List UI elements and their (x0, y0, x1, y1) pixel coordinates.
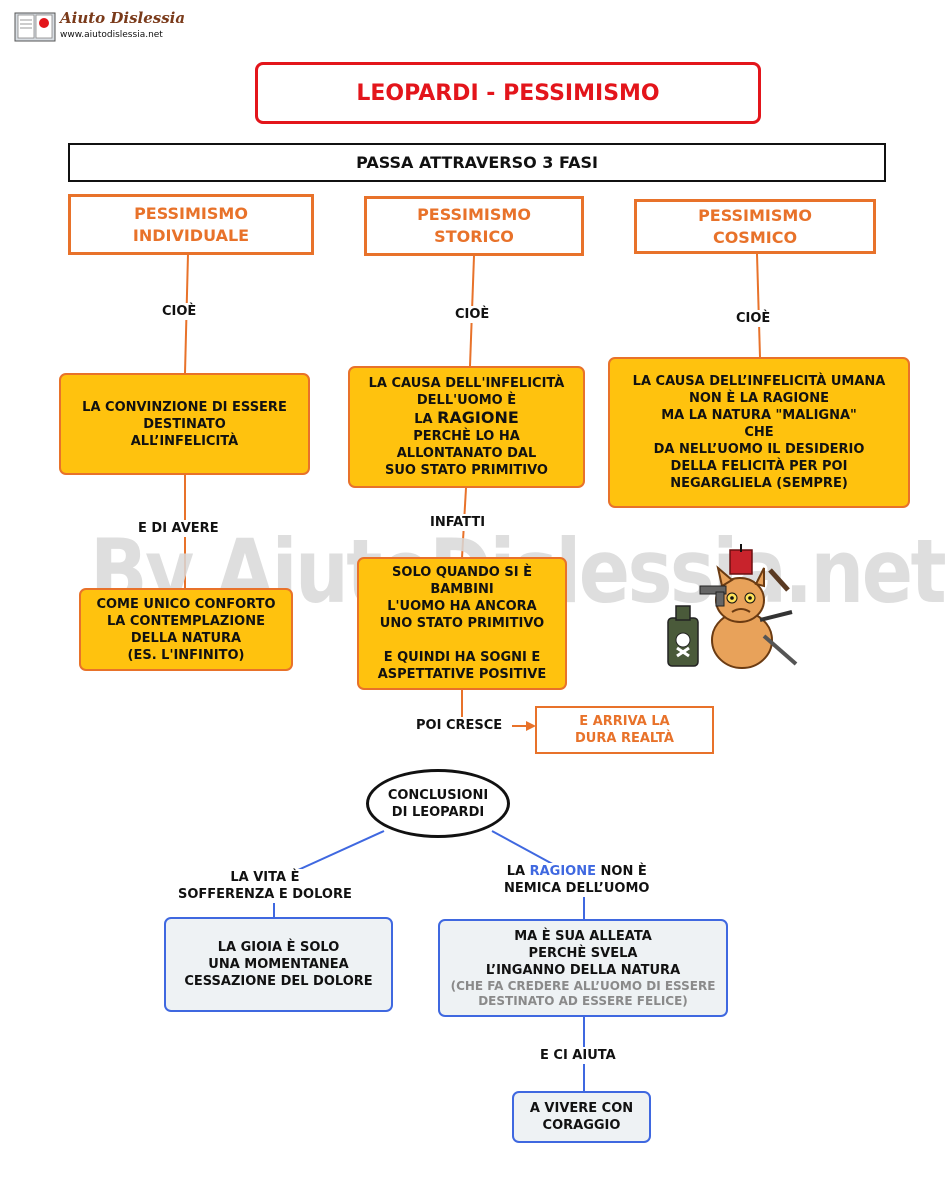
box-line: L’INGANNO DELLA NATURA (485, 962, 681, 978)
connector-label: CIOÈ (453, 306, 492, 323)
conclusions-node: CONCLUSIONI DI LEOPARDI (366, 769, 510, 838)
desc-line: DELLA FELICITÀ PER POI (670, 459, 848, 474)
phase-cosmico: PESSIMISMO COSMICO (634, 199, 876, 254)
result-line: E ARRIVA LA (579, 714, 670, 729)
connector-highlight: RAGIONE (529, 864, 596, 879)
box-line: CESSAZIONE DEL DOLORE (184, 974, 373, 989)
phase-storico: PESSIMISMO STORICO (364, 196, 584, 256)
phase-title-line: COSMICO (712, 227, 798, 247)
connector-label: LA VITA È SOFFERENZA E DOLORE (176, 869, 354, 903)
connector-label: POI CRESCE (414, 717, 505, 734)
desc-line: LA CAUSA DELL’INFELICITÀ UMANA (632, 374, 886, 389)
phase-title-line: PESSIMISMO (417, 205, 531, 224)
result-line: DURA REALTÀ (575, 731, 674, 746)
connector-label: E DI AVERE (136, 520, 221, 537)
desc-line: BAMBINI (430, 582, 494, 597)
alleata-box: MA È SUA ALLEATA PERCHÈ SVELA L’INGANNO … (438, 919, 728, 1017)
box-line: MA È SUA ALLEATA (514, 928, 652, 944)
individuale-desc: LA CONVINZIONE DI ESSERE DESTINATO ALL’I… (59, 373, 310, 475)
phase-title-line: INDIVIDUALE (132, 225, 250, 245)
desc-line: DELLA NATURA (130, 630, 242, 646)
connector-line: SOFFERENZA E DOLORE (178, 887, 352, 902)
desc-line: (ES. L'INFINITO) (127, 647, 245, 663)
box-note-line: DESTINATO AD ESSERE FELICE) (478, 993, 688, 1008)
box-line: PERCHÈ SVELA (528, 945, 638, 961)
book-logo-icon (14, 10, 56, 43)
gioia-box: LA GIOIA È SOLO UNA MOMENTANEA CESSAZION… (164, 917, 393, 1012)
connector-pre: LA (506, 864, 530, 879)
desc-line: UNO STATO PRIMITIVO (379, 616, 545, 631)
desc-line: ASPETTATIVE POSITIVE (377, 667, 547, 682)
conclusions-line: DI LEOPARDI (391, 804, 485, 820)
connector-label: CIOÈ (160, 303, 199, 320)
box-line: CORAGGIO (542, 1118, 621, 1133)
desc-ragione: RAGIONE (437, 408, 519, 427)
desc-line: PERCHÈ LO HA (413, 429, 520, 444)
connector-line: LA RAGIONE NON È (504, 863, 649, 880)
desc-line: MA LA NATURA "MALIGNA" (661, 408, 857, 423)
desc-line: L'UOMO HA ANCORA (387, 599, 537, 614)
desc-line: DESTINATO (143, 416, 226, 432)
desc-line: SOLO QUANDO SI È (392, 565, 532, 580)
coraggio-box: A VIVERE CON CORAGGIO (512, 1091, 651, 1143)
desc-line: CHE (744, 425, 774, 440)
desc-line: LA CONVINZIONE DI ESSERE (82, 399, 287, 415)
phase-title-line: PESSIMISMO (698, 205, 812, 225)
box-line: A VIVERE CON (529, 1101, 634, 1116)
storico-desc: LA CAUSA DELL'INFELICITÀ DELL'UOMO È LA … (348, 366, 585, 488)
conclusions-line: CONCLUSIONI (387, 787, 489, 803)
desc-line: DA NELL’UOMO IL DESIDERIO (653, 442, 865, 457)
subtitle-text: PASSA ATTRAVERSO 3 FASI (356, 153, 598, 172)
connector-post: NON È (595, 864, 647, 879)
page-title: LEOPARDI - PESSIMISMO (255, 62, 761, 124)
connector-line: NEMICA DELL’UOMO (504, 881, 650, 896)
desc-la: LA (414, 412, 438, 427)
dura-realta-box: E ARRIVA LA DURA REALTÀ (535, 706, 714, 754)
desc-line: COME UNICO CONFORTO (96, 596, 276, 612)
brand-url[interactable]: www.aiutodislessia.net (60, 30, 163, 40)
individuale-more-desc: COME UNICO CONFORTO LA CONTEMPLAZIONE DE… (79, 588, 293, 671)
subtitle-bar: PASSA ATTRAVERSO 3 FASI (68, 143, 886, 182)
desc-line: LA CONTEMPLAZIONE (107, 613, 265, 629)
desc-line: E QUINDI HA SOGNI E (383, 650, 541, 665)
cosmico-desc: LA CAUSA DELL’INFELICITÀ UMANA NON È LA … (608, 357, 910, 508)
pessimistic-cat-illustration (660, 540, 800, 675)
desc-line: NON È LA RAGIONE (688, 391, 829, 406)
connector-label: E CI AIUTA (538, 1047, 618, 1064)
box-note-line: (CHE FA CREDERE ALL’UOMO DI ESSERE (450, 978, 716, 993)
box-line: UNA MOMENTANEA (208, 957, 349, 972)
desc-line: LA RAGIONE (414, 409, 519, 428)
phase-individuale: PESSIMISMO INDIVIDUALE (68, 194, 314, 255)
desc-line: ALLONTANATO DAL (396, 446, 537, 461)
connector-label: CIOÈ (734, 310, 773, 327)
connector-line: LA VITA È (230, 870, 300, 885)
desc-line: DELL'UOMO È (416, 393, 517, 408)
page-title-text: LEOPARDI - PESSIMISMO (356, 80, 660, 106)
box-line: LA GIOIA È SOLO (217, 940, 340, 955)
connector-label: LA RAGIONE NON È NEMICA DELL’UOMO (502, 863, 652, 897)
brand-name: Aiuto Dislessia (60, 9, 186, 27)
desc-line: NEGARGLIELA (SEMPRE) (670, 476, 848, 491)
desc-line: SUO STATO PRIMITIVO (385, 463, 548, 478)
storico-more-desc: SOLO QUANDO SI È BAMBINI L'UOMO HA ANCOR… (357, 557, 567, 690)
connector-label: INFATTI (428, 514, 488, 531)
phase-title-line: STORICO (434, 227, 514, 246)
brand-logo: Aiuto Dislessia www.aiutodislessia.net (14, 8, 185, 46)
desc-line: ALL’INFELICITÀ (130, 433, 239, 449)
phase-title-line: PESSIMISMO (134, 203, 248, 223)
desc-line: LA CAUSA DELL'INFELICITÀ (368, 376, 565, 391)
